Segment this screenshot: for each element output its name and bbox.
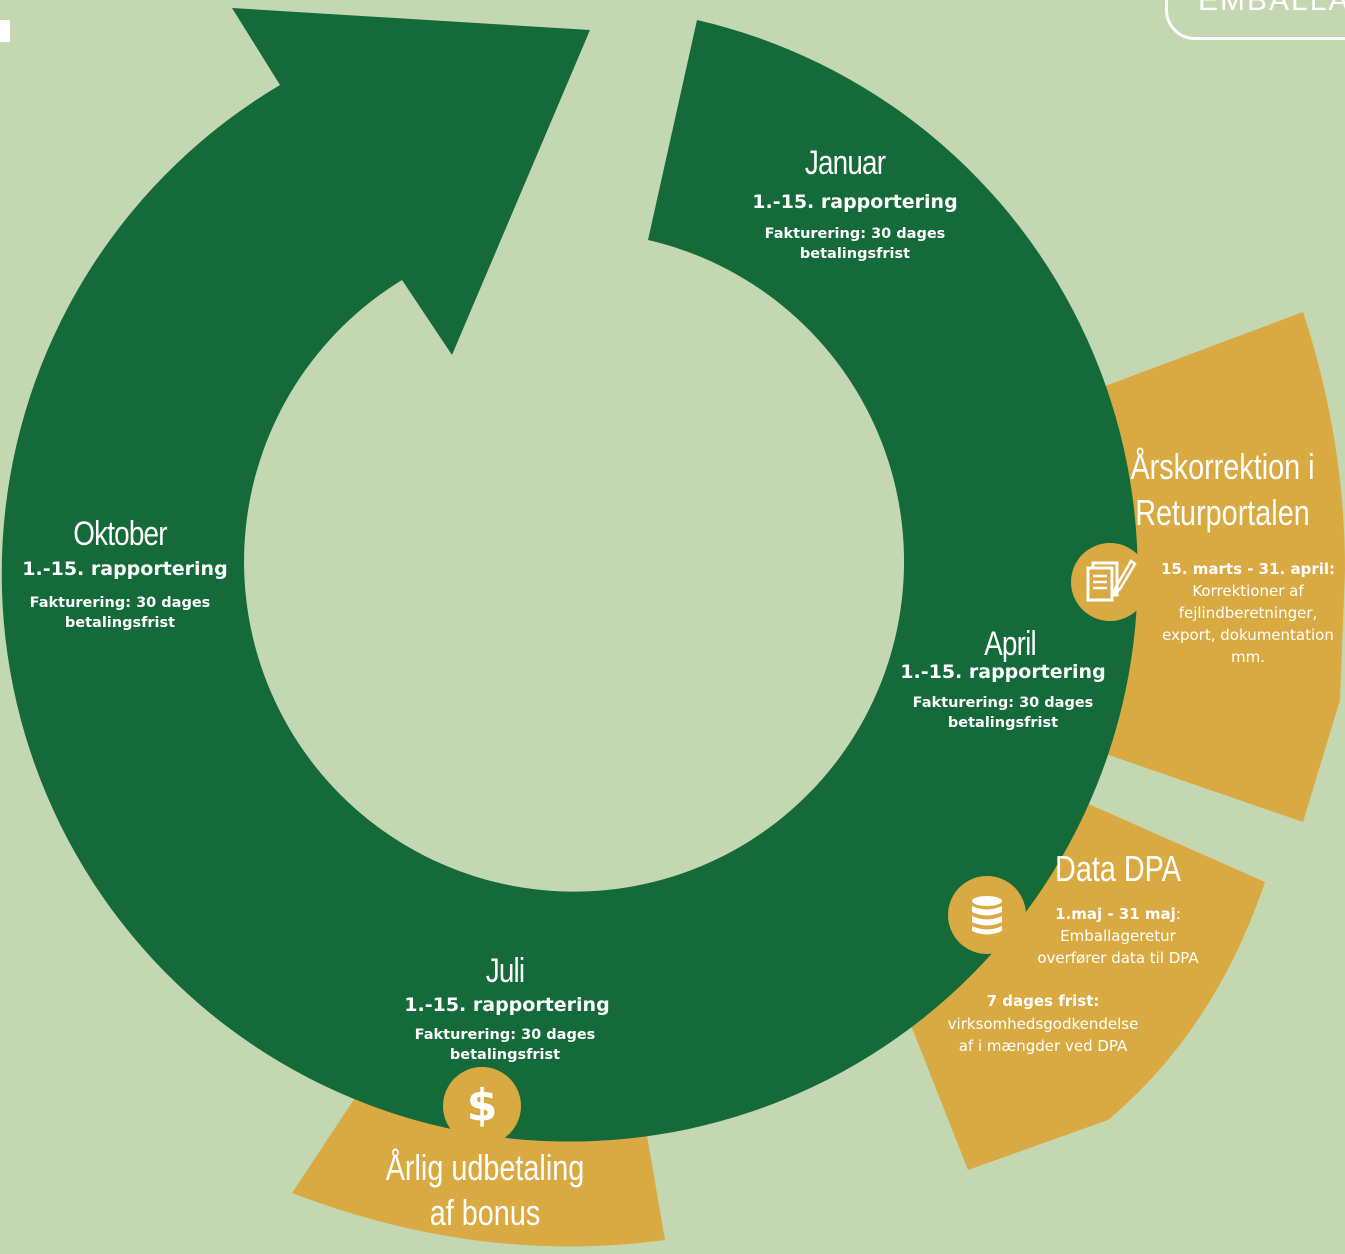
logo: EMBALLAG	[1165, 0, 1345, 40]
arskorrektion-period: 15. marts - 31. april:	[1160, 560, 1336, 578]
data-dpa-deadline-2: af i mængder ved DPA	[958, 1037, 1128, 1055]
januar-reporting: 1.-15. rapportering	[752, 191, 958, 213]
data-dpa-period: 1.maj - 31 maj:	[1055, 905, 1181, 923]
data-dpa-deadline-1: virksomhedsgodkendelse	[947, 1015, 1139, 1033]
bonus-title-2: af bonus	[429, 1192, 541, 1233]
januar-billing-1: Fakturering: 30 dages	[764, 226, 946, 242]
arskorrektion-segment	[1100, 312, 1345, 822]
bonus-title-1: Årlig udbetaling	[385, 1147, 585, 1188]
arskorrektion-title-1: Årskorrektion i	[1130, 446, 1315, 487]
oktober-billing-1: Fakturering: 30 dages	[29, 595, 211, 611]
arskorrektion-desc-2: fejlindberetninger,	[1178, 604, 1318, 622]
arskorrektion-desc-1: Korrektioner af	[1192, 582, 1304, 600]
document-pen-icon	[1071, 543, 1149, 621]
database-icon	[948, 876, 1026, 954]
juli-billing-1: Fakturering: 30 dages	[414, 1027, 596, 1043]
data-dpa-deadline: 7 dages frist:	[986, 992, 1100, 1010]
april-reporting: 1.-15. rapportering	[900, 661, 1106, 683]
arskorrektion-title-2: Returportalen	[1135, 492, 1310, 533]
data-dpa-title: Data DPA	[1055, 848, 1181, 889]
corner-mark	[0, 20, 10, 42]
april-billing-2: betalingsfrist	[947, 715, 1059, 731]
data-dpa-segment	[905, 798, 1265, 1170]
april-billing-1: Fakturering: 30 dages	[912, 695, 1094, 711]
arskorrektion-desc-4: mm.	[1231, 648, 1265, 666]
data-dpa-desc-1: Emballageretur	[1060, 927, 1176, 945]
cycle-ring	[1, 8, 1138, 1142]
januar-billing-2: betalingsfrist	[799, 246, 911, 262]
arskorrektion-desc-3: export, dokumentation	[1162, 626, 1334, 644]
juli-reporting: 1.-15. rapportering	[404, 994, 610, 1016]
juli-title: Juli	[485, 952, 525, 990]
januar-title: Januar	[804, 144, 886, 182]
april-title: April	[984, 625, 1037, 663]
oktober-billing-2: betalingsfrist	[64, 615, 176, 631]
oktober-title: Oktober	[73, 515, 167, 553]
data-dpa-desc-2: overfører data til DPA	[1037, 949, 1199, 967]
oktober-reporting: 1.-15. rapportering	[22, 558, 228, 580]
dollar-icon: $	[443, 1067, 521, 1145]
juli-billing-2: betalingsfrist	[449, 1047, 561, 1063]
dollar-glyph: $	[466, 1080, 498, 1131]
